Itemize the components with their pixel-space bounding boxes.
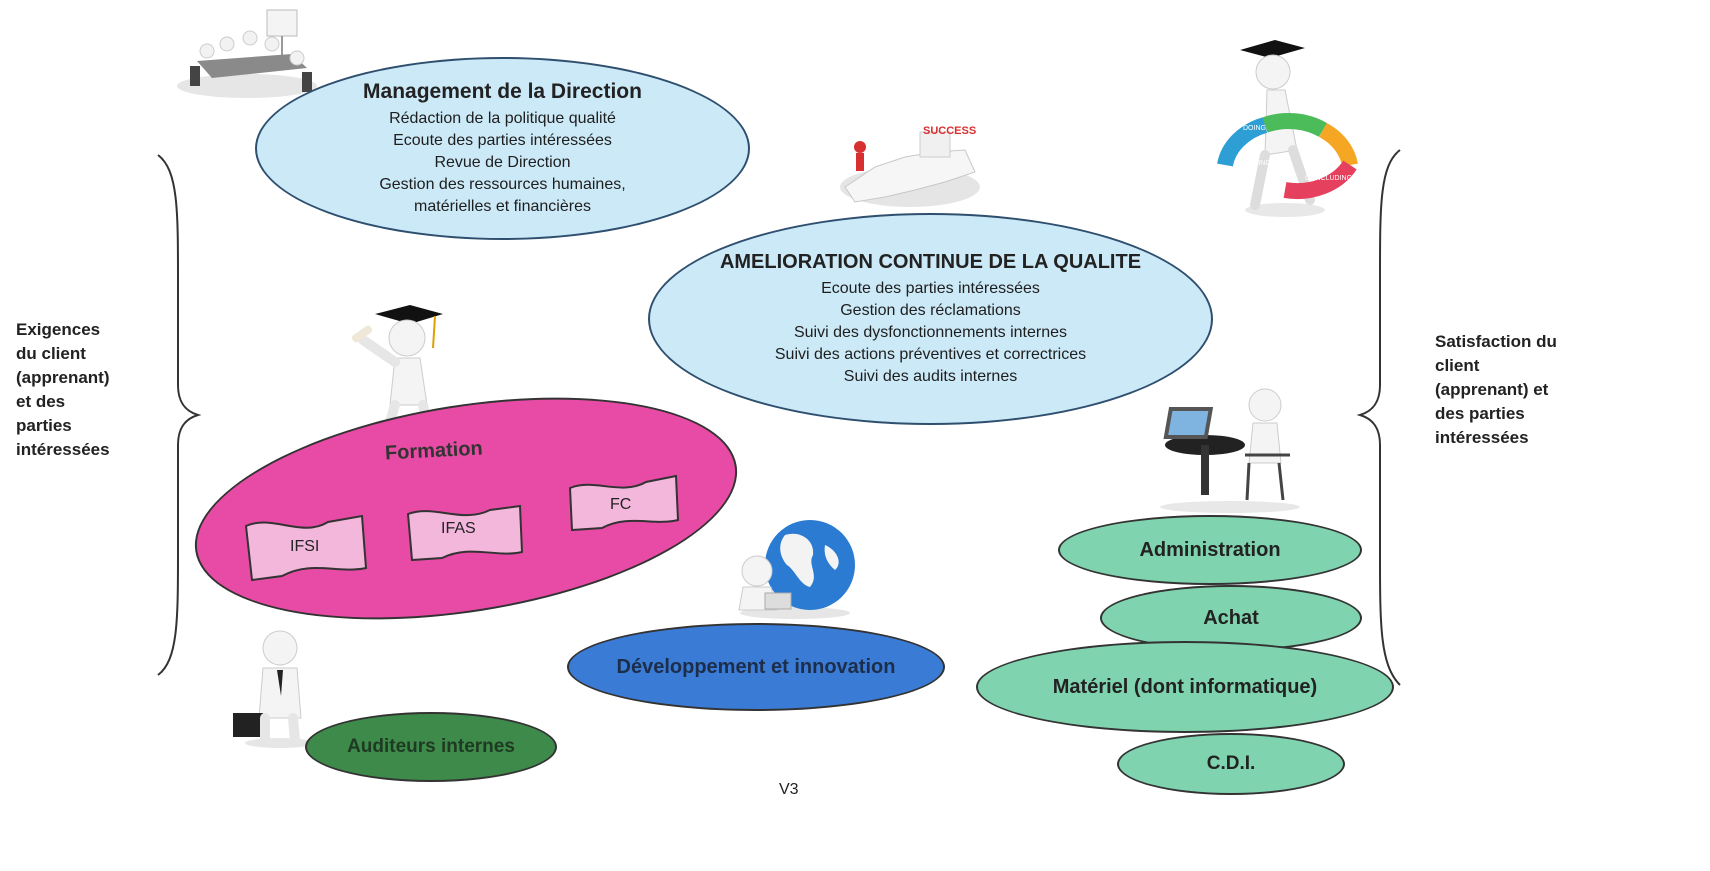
fc-label: FC (610, 496, 632, 513)
success-word: SUCCESS (923, 125, 976, 137)
developpement-title: Développement et innovation (616, 655, 896, 678)
ifas-label: IFAS (441, 520, 476, 537)
amelioration-line: Suivi des actions préventives et correct… (774, 345, 1087, 363)
management-line: Rédaction de la politique qualité (389, 109, 616, 127)
materiel-title: Matériel (dont informatique) (1052, 675, 1318, 698)
administration-ellipse: Administration (1058, 515, 1362, 585)
doing-word: DOING (1243, 125, 1266, 132)
fc-flag (568, 474, 680, 532)
amelioration-line: Ecoute des parties intéressées (821, 279, 1040, 297)
amelioration-ellipse: AMELIORATION CONTINUE DE LA QUALITE Ecou… (648, 213, 1213, 425)
auditeurs-title: Auditeurs internes (347, 736, 515, 757)
management-title: Management de la Direction (363, 79, 642, 103)
graduate-pdca-illustration: DOING PLANNING CONCLUDING (1217, 40, 1358, 217)
administration-title: Administration (1139, 538, 1281, 561)
graduate-figure (351, 305, 443, 425)
management-ellipse: Management de la Direction Rédaction de … (255, 57, 750, 240)
meeting-table-illustration (177, 9, 317, 98)
left-brace (157, 154, 202, 676)
laptop-figure (1160, 388, 1300, 513)
management-line: Revue de Direction (434, 153, 571, 171)
client-requirements-label: Exigences du client (apprenant) et des p… (16, 320, 110, 459)
planning-word: PLANNING (1235, 160, 1271, 167)
businessman-figure (233, 630, 315, 748)
concluding-word: CONCLUDING (1305, 175, 1352, 182)
cdi-ellipse: C.D.I. (1117, 733, 1345, 795)
ifas-flag (406, 504, 524, 562)
auditeurs-ellipse: Auditeurs internes (305, 712, 557, 782)
achat-title: Achat (1203, 606, 1259, 629)
management-line: Gestion des ressources humaines, (379, 175, 626, 193)
developpement-ellipse: Développement et innovation (567, 623, 945, 711)
ifsi-flag (244, 514, 368, 582)
materiel-ellipse: Matériel (dont informatique) (976, 641, 1394, 733)
management-line: Ecoute des parties intéressées (393, 131, 612, 149)
right-brace (1356, 149, 1401, 686)
ifsi-label: IFSI (290, 538, 320, 555)
version-label: V3 (779, 781, 799, 798)
success-stairs-illustration: SUCCESS (840, 125, 980, 207)
client-satisfaction-label: Satisfaction du client (apprenant) et de… (1435, 332, 1557, 447)
amelioration-line: Suivi des audits internes (843, 367, 1018, 385)
management-line: matérielles et financières (414, 197, 591, 215)
amelioration-line: Suivi des dysfonctionnements internes (793, 323, 1068, 341)
amelioration-title: AMELIORATION CONTINUE DE LA QUALITE (719, 250, 1142, 273)
achat-ellipse: Achat (1100, 585, 1362, 651)
globe-illustration (738, 520, 855, 619)
amelioration-line: Gestion des réclamations (840, 301, 1021, 319)
cdi-title: C.D.I. (1206, 753, 1256, 774)
